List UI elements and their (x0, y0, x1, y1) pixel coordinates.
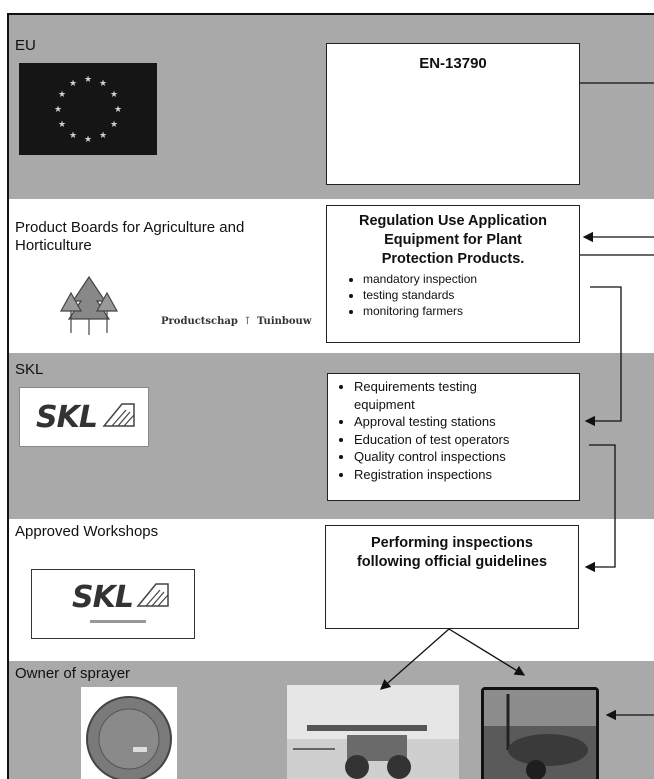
regulation-bullets: mandatory inspection testing standards m… (341, 271, 579, 319)
sprayer-field-photo (287, 685, 459, 779)
list-item: Education of test operators (354, 431, 579, 449)
list-item: mandatory inspection (363, 271, 579, 287)
list-item: monitoring farmers (363, 303, 579, 319)
skl-logo-mark-icon (102, 403, 135, 427)
arrow-bracket-regulation-skl (584, 286, 622, 427)
logo-fine-print (90, 620, 146, 623)
eu-star-icon: ★ (114, 104, 122, 114)
performing-inspections-box: Performing inspections following officia… (325, 525, 579, 629)
sprayer-tank-photo (481, 687, 599, 779)
band-eu-title: EU (15, 37, 36, 54)
arrow-to-tank-photo (448, 628, 526, 676)
connector-arrows (380, 82, 654, 721)
eu-star-icon: ★ (69, 130, 77, 140)
band-owner: Owner of sprayer (9, 661, 654, 779)
eu-star-icon: ★ (84, 74, 92, 84)
regulation-heading: Regulation Use Application Equipment for… (359, 213, 547, 267)
productschap-logo-text: Productschap ⊺ Tuinbouw (161, 316, 312, 327)
band-skl: SKL SKL Requirements testing equipment A… (9, 353, 654, 519)
list-item: Approval testing stations (354, 413, 579, 431)
list-item: Quality control inspections (354, 448, 579, 466)
en-13790-box: EN-13790 (326, 43, 580, 185)
skl-logo: SKL (19, 387, 149, 447)
skl-tasks-box: Requirements testing equipment Approval … (327, 373, 580, 501)
eu-flag-icon: ★★★★★★★★★★★★ (19, 63, 157, 155)
eu-star-icon: ★ (84, 134, 92, 144)
list-item: Requirements testing equipment (354, 378, 579, 413)
eu-star-icon: ★ (99, 130, 107, 140)
productschap-tree-logo (55, 273, 123, 344)
skl-tasks-bullets: Requirements testing equipment Approval … (332, 378, 579, 483)
regulation-box: Regulation Use Application Equipment for… (326, 205, 580, 343)
eu-star-icon: ★ (110, 89, 118, 99)
eu-star-icon: ★ (110, 119, 118, 129)
band-workshops-title: Approved Workshops (15, 523, 159, 540)
eu-star-icon: ★ (58, 119, 66, 129)
list-item: Registration inspections (354, 466, 579, 484)
logo-divider-icon: ⊺ (241, 316, 254, 327)
arrow-bracket-skl-workshops (584, 444, 616, 573)
arrow-to-field-photo (380, 628, 450, 690)
list-item: testing standards (363, 287, 579, 303)
workshop-skl-logo: SKL (31, 569, 195, 639)
diagram-frame: EU ★★★★★★★★★★★★ EN-13790 Product Boards … (7, 13, 654, 779)
eu-star-icon: ★ (69, 78, 77, 88)
eu-star-icon: ★ (99, 78, 107, 88)
title-line-2: Horticulture (15, 237, 92, 254)
band-eu: EU ★★★★★★★★★★★★ EN-13790 (9, 15, 654, 199)
band-workshops: Approved Workshops SKL Performing inspec… (9, 519, 654, 661)
band-skl-title: SKL (15, 361, 44, 378)
en-13790-heading: EN-13790 (419, 55, 487, 72)
eu-star-icon: ★ (54, 104, 62, 114)
band-product-boards: Product Boards for Agriculture and Horti… (9, 199, 654, 353)
inspection-sticker-photo (81, 687, 177, 779)
workshop-logo-mark-icon (136, 583, 169, 607)
eu-star-icon: ★ (58, 89, 66, 99)
performing-inspections-heading: Performing inspections following officia… (356, 535, 548, 570)
band-product-boards-title: Product Boards for Agriculture and Horti… (15, 219, 244, 255)
band-owner-title: Owner of sprayer (15, 665, 131, 682)
title-line-1: Product Boards for Agriculture and (15, 219, 245, 236)
